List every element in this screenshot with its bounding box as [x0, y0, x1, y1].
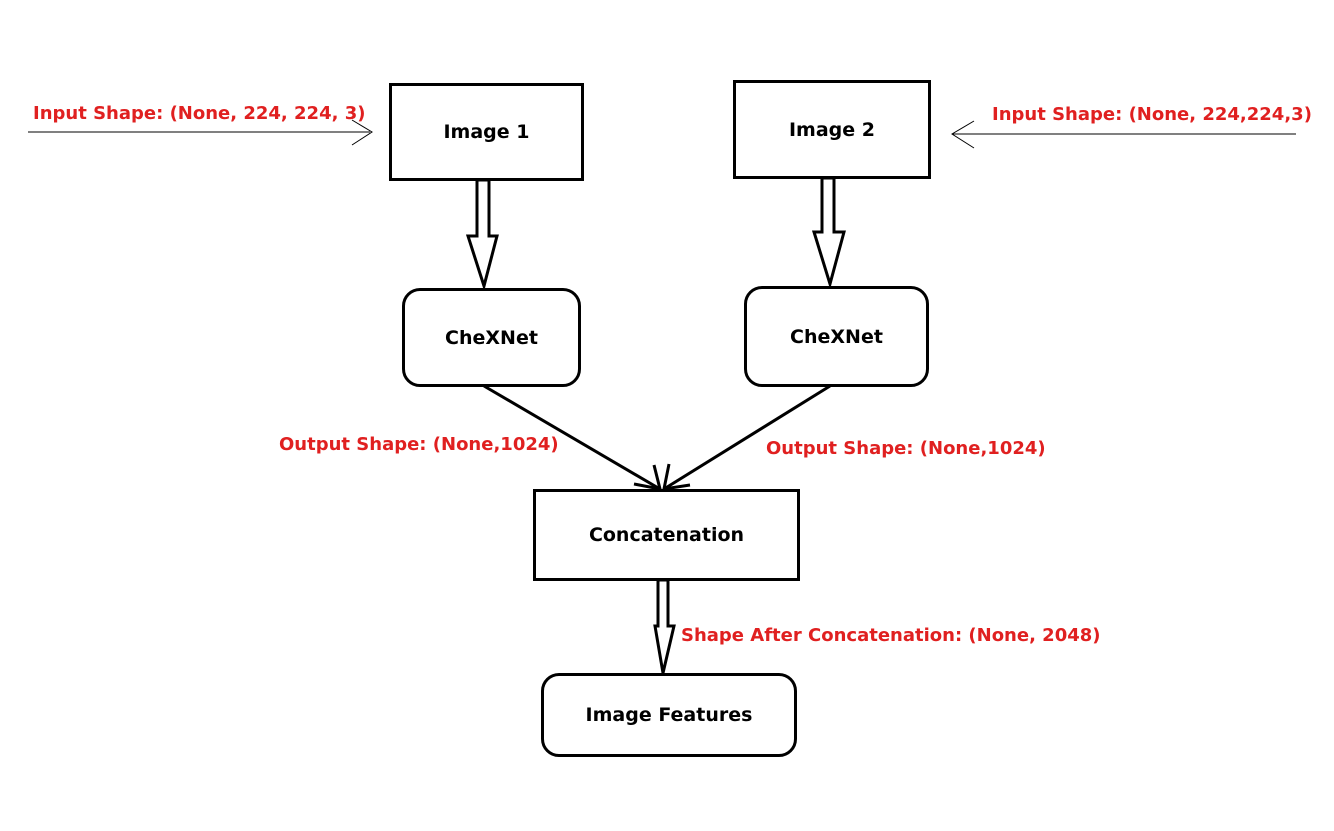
- concat-shape-label: Shape After Concatenation: (None, 2048): [681, 625, 1101, 646]
- hollow-arrow-image2-to-chexnet2: [811, 176, 846, 290]
- chexnet2-node: CheXNet: [744, 286, 929, 387]
- concatenation-node: Concatenation: [533, 489, 800, 581]
- chexnet1-node: CheXNet: [402, 288, 581, 387]
- image1-node: Image 1: [389, 83, 584, 181]
- input-shape-label-2: Input Shape: (None, 224,224,3): [992, 104, 1312, 125]
- hollow-arrow-concat-to-features: [653, 578, 676, 674]
- image-features-node: Image Features: [541, 673, 797, 757]
- output-shape-label-1: Output Shape: (None,1024): [279, 434, 559, 455]
- output-shape-label-2: Output Shape: (None,1024): [766, 438, 1046, 459]
- image2-node: Image 2: [733, 80, 931, 179]
- input-arrow-left: [28, 119, 373, 146]
- hollow-arrow-image1-to-chexnet1: [465, 178, 499, 292]
- input-shape-label-1: Input Shape: (None, 224, 224, 3): [33, 103, 366, 124]
- input-arrow-right: [951, 120, 1296, 149]
